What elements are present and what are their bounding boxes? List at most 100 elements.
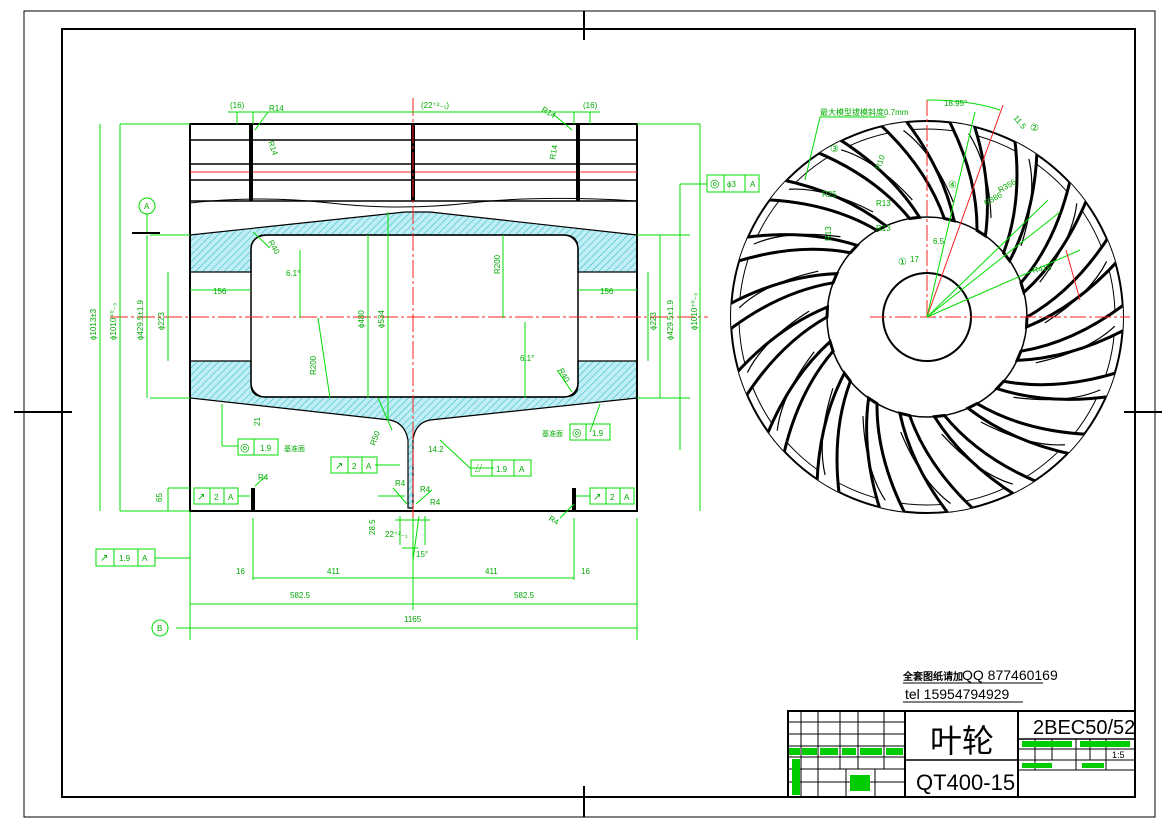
datum-a-label: A [144,202,150,211]
tol-symbol: ↗ [335,461,343,472]
label-angle-18: 18.95° [944,99,967,108]
tol-symbol: ↗ [593,492,601,503]
tolerance-frame-runout-right: ↗ 2 A [589,487,635,505]
dim-411-left: 411 [327,567,340,576]
impeller-labels: 最大模型拔模斜度0.7mm 18.95° 11.5 ② ③ R10 R25 ④ … [804,99,1053,275]
label-r13-c: R13 [824,226,833,241]
tol-datum: A [366,462,372,471]
dim-156-right: 156 [600,287,614,296]
tol-symbol: ◎ [572,427,582,439]
tol-symbol: ⌰ [475,463,483,475]
impeller-blade [1001,134,1039,264]
ref-face-right: 基准面 [542,429,563,438]
dim-582-left: 582.5 [290,591,311,600]
impeller-cell-line [840,149,913,201]
datum-a-marker: A [132,197,160,234]
dim-phi223-right: ϕ223 [649,312,658,330]
impeller-cell-line [968,133,992,218]
impeller-cell-line [903,129,954,203]
label-r13-a: R13 [876,199,891,208]
tol-value: 1.9 [260,444,272,453]
section-dimension-texts: (16) R14 (22⁺²₋₁) R14 (16) R14 R14 ϕ1013… [89,101,699,624]
dim-21: 21 [253,417,262,426]
dim-r200-upper: R200 [493,254,502,274]
reference-face-labels: 基准面 基准面 [284,429,563,453]
dim-side-r14-left: R14 [266,140,280,157]
impeller-cell-line [789,188,874,213]
impeller-blade [965,401,1093,457]
title-block: 叶轮 2BEC50/52 QT400-15 1:5 [787,710,1136,798]
dim-phi223-left: ϕ223 [157,312,166,330]
impeller-blade [815,370,853,500]
dim-16-left: 16 [236,567,245,576]
dim-phi1010-left: ϕ1010⁺⁰₋₃ [109,303,118,340]
dim-angle-left: 6.1° [286,269,300,278]
tol-datum: A [519,465,525,474]
tol-value: ϕ3 [727,180,736,189]
tolerance-frame-runout-bottom-left: ↗ 1.9 A [95,548,156,567]
impeller-cell-line [821,388,834,476]
impeller-view [730,99,1130,514]
dim-r4-a: R4 [258,473,269,482]
tolerance-frame-runout-left: ↗ 2 A [193,487,239,505]
section-dimension-lines [99,111,707,640]
dim-r4-c: R4 [420,485,431,494]
contact-qq: QQ 877460169 [962,667,1058,683]
tol-symbol: ◎ [240,442,250,454]
impeller-cell-line [941,433,1014,485]
impeller-cell-line [1039,203,1078,283]
label-r25: R25 [822,190,837,199]
datum-b-label: B [157,624,162,633]
dim-28-5: 28.5 [368,519,377,535]
dim-15deg: 15° [416,550,428,559]
contact-prefix: 全套图纸请加 [902,670,963,683]
dim-phi429-right: ϕ429.5±1.9 [666,299,675,340]
label-r10: R10 [873,153,887,170]
label-circle-2: ② [1030,123,1039,134]
title-material: QT400-15 [916,770,1015,795]
dim-r200-lower: R200 [309,355,318,375]
dim-582-right: 582.5 [514,591,535,600]
label-6-5: 6.5 [933,237,945,246]
dim-angle-right: 6.1° [520,354,534,363]
dim-top-r14-left: R14 [269,104,284,113]
impeller-blade [761,177,889,233]
label-17: 17 [910,255,919,264]
label-r13-b: R13 [876,224,891,233]
tol-datum: A [750,180,756,189]
title-drawing-no: 2BEC50/52 [1033,717,1135,739]
impeller-cell-line [1035,325,1116,364]
dim-411-right: 411 [485,567,498,576]
contact-info: 全套图纸请加 QQ 877460169 tel 15954794929 [902,667,1058,703]
impeller-blade [732,233,860,265]
title-scale: 1:5 [1112,750,1125,760]
impeller-cell-line [862,416,886,501]
tolerance-frame-runout-center: ↗ 2 A [330,456,378,474]
dim-phi1010-right: ϕ1010⁺⁰₋₃ [690,293,699,330]
impeller-cell-line [776,351,815,431]
tol-value: 1.9 [592,429,604,438]
dim-top-22: (22⁺²₋₁) [421,101,449,110]
impeller-blade [875,121,957,223]
dim-65: 65 [155,493,164,502]
tol-value: 2 [610,493,615,502]
impeller-blade [897,411,979,513]
impeller-cell-line [1020,158,1033,246]
tol-datum: A [142,554,148,563]
tol-datum: A [228,493,234,502]
impeller-blade [731,271,840,335]
tol-value: 2 [352,462,357,471]
impeller-cell-line [753,233,841,245]
dim-top-r14-right: R14 [540,105,558,120]
dim-phi480: ϕ480 [357,310,366,328]
tolerance-frame-right-ref: ◎ 1.9 [569,423,611,441]
impeller-cell-line [746,310,810,373]
tol-symbol: ◎ [710,178,720,190]
tol-value: 1.9 [496,465,508,474]
dim-top-16-right: (16) [583,101,598,110]
tol-value: 1.9 [119,554,131,563]
tolerance-frame-left-ref: ◎ 1.9 [237,438,279,456]
dim-phi534: ϕ534 [377,310,386,328]
label-11-5: 11.5 [1011,114,1028,132]
